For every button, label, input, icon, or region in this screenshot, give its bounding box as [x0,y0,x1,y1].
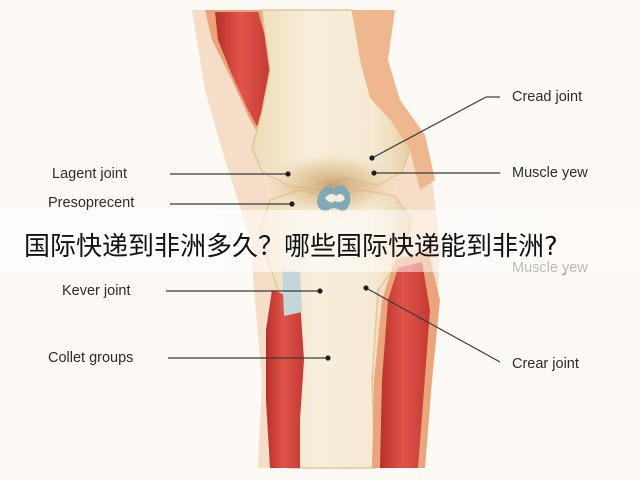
dot-presoprecent [289,201,295,207]
label-lagent-joint: Lagent joint [52,166,127,182]
leader-crear-joint [365,287,501,363]
right-sheath [352,10,435,190]
label-muscle-yew: Muscle yew [512,165,588,181]
label-presoprecent: Presoprecent [48,195,135,211]
dot-cread-joint [369,155,375,161]
title-banner [0,210,640,272]
label-cread-joint: Cread joint [512,89,583,105]
label-kever-joint: Kever joint [62,283,131,299]
lower-right-muscle [380,262,430,468]
upper-left-muscle-inner [215,12,272,135]
leader-dots [285,155,377,361]
dot-muscle-yew [371,170,377,176]
leader-lines [166,96,501,363]
lower-left-muscle [266,290,304,468]
label-collet-groups: Collet groups [48,350,134,366]
dot-lagent-joint [285,171,291,177]
leader-cread-joint [371,96,487,159]
joint-space [262,151,402,219]
dot-kever-joint [317,288,323,294]
cartilage-inner [325,193,345,203]
dot-collet-groups [325,355,331,361]
tendon [282,268,302,316]
dot-crear-joint [363,285,369,291]
label-crear-joint: Crear joint [512,356,579,372]
banner-title: 国际快递到非洲多久？哪些国际快递能到非洲? [24,232,558,262]
